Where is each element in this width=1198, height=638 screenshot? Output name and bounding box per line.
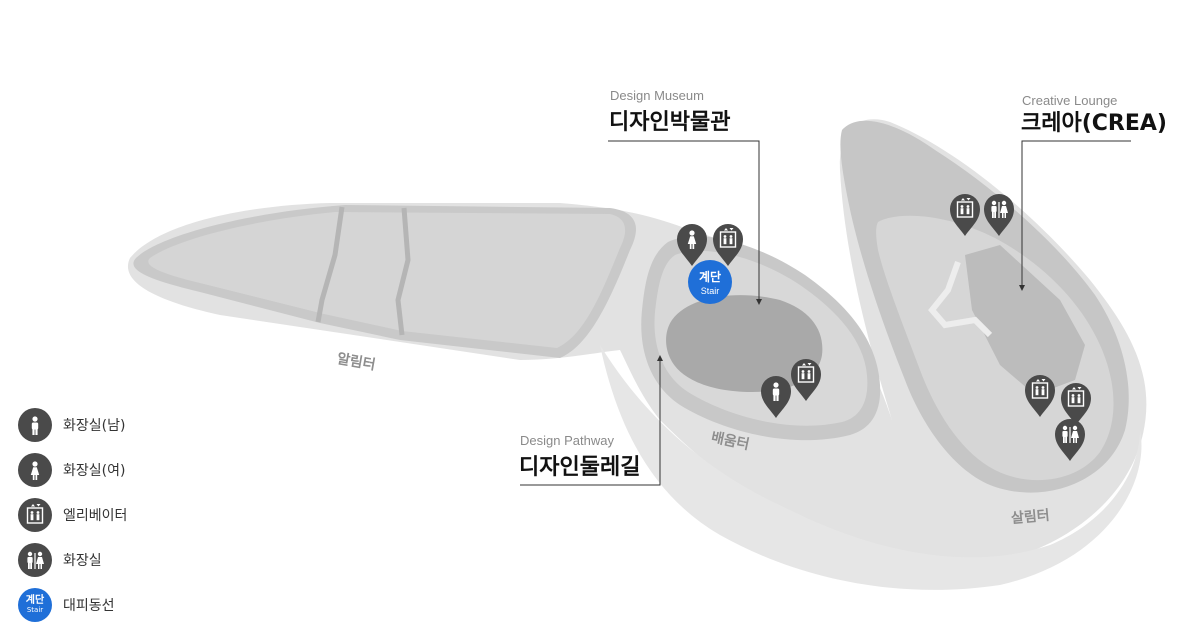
pathway-leader-line: [520, 360, 661, 486]
legend-label: 엘리베이터: [63, 507, 128, 524]
restroom-female-icon: [18, 452, 52, 487]
restroom-male-icon: [18, 407, 52, 442]
legend-item-restroom: 화장실: [18, 537, 178, 582]
crea-atrium: [965, 245, 1085, 395]
map-legend: 화장실(남) 화장실(여) 엘리베이터 화장실 계단 Stair 대피동선: [18, 402, 178, 627]
lounge-label-en: Creative Lounge: [1022, 93, 1117, 108]
pathway-label-en: Design Pathway: [520, 433, 614, 448]
pathway-leader-arrow: [657, 355, 663, 361]
stair-icon-ko: 계단: [25, 594, 45, 606]
stair-marker[interactable]: 계단 Stair: [688, 260, 732, 304]
stair-icon-en: Stair: [26, 605, 44, 614]
museum-hall: [666, 295, 823, 392]
museum-label-ko: 디자인박물관: [609, 110, 730, 135]
lounge-label-ko: 크레아(CREA): [1021, 111, 1167, 136]
stair-marker-en: Stair: [701, 286, 720, 296]
alim-wall-1: [315, 206, 345, 323]
area-label-salim: 살림터: [1010, 507, 1050, 527]
restroom-icon: [18, 542, 52, 577]
building-alim-floor: [148, 212, 626, 348]
lounge-leader-line: [1021, 140, 1131, 286]
crea-ramp: [928, 260, 993, 338]
legend-label: 화장실(여): [63, 462, 126, 479]
museum-leader-arrow: [756, 299, 762, 305]
stair-marker-ko: 계단: [699, 269, 721, 284]
legend-item-evacuation: 계단 Stair 대피동선: [18, 582, 178, 627]
legend-item-elevator: 엘리베이터: [18, 492, 178, 537]
pathway-label-ko: 디자인둘레길: [519, 455, 640, 480]
floor-plate-pathway: [600, 345, 1142, 590]
area-label-baeum: 배움터: [710, 430, 751, 454]
stair-icon: 계단 Stair: [18, 587, 52, 622]
museum-leader-line: [608, 140, 760, 300]
legend-label: 화장실(남): [63, 417, 126, 434]
legend-item-restroom-male: 화장실(남): [18, 402, 178, 447]
alim-wall-2: [395, 207, 411, 336]
area-label-alim: 알림터: [336, 351, 377, 373]
elevator-icon: [18, 497, 52, 532]
museum-label-en: Design Museum: [610, 88, 704, 103]
legend-label: 화장실: [63, 552, 102, 569]
lounge-leader-arrow: [1019, 285, 1025, 291]
legend-item-restroom-female: 화장실(여): [18, 447, 178, 492]
legend-label: 대피동선: [63, 597, 115, 614]
